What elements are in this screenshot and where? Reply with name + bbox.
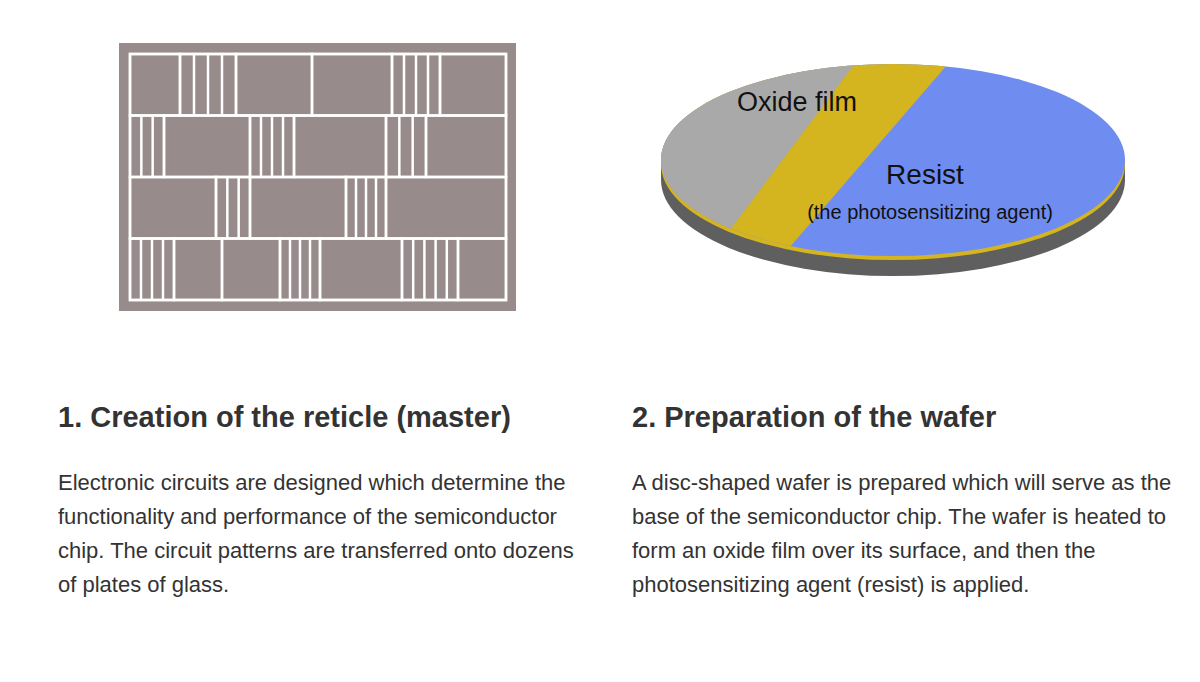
circuit-strip xyxy=(309,239,312,301)
circuit-cell xyxy=(250,116,294,178)
circuit-strip xyxy=(282,116,285,178)
circuit-cell xyxy=(236,54,312,116)
circuit-strip xyxy=(260,116,263,178)
circuit-cell xyxy=(280,239,320,301)
layer-label: Oxide film xyxy=(737,86,937,118)
circuit-cell xyxy=(392,54,440,116)
circuit-cell xyxy=(386,177,506,239)
circuit-strip xyxy=(434,239,437,301)
circuit-strip xyxy=(207,54,210,116)
step-body: A disc-shaped wafer is prepared which wi… xyxy=(632,466,1172,602)
layer-label: Resist xyxy=(820,158,1030,192)
circuit-strip xyxy=(403,54,406,116)
circuit-strip xyxy=(140,239,143,301)
circuit-strip xyxy=(162,239,165,301)
circuit-cell xyxy=(216,177,250,239)
step-heading: 1. Creation of the reticle (master) xyxy=(58,400,618,435)
circuit-cell xyxy=(250,177,346,239)
circuit-strip xyxy=(151,239,154,301)
circuit-cell xyxy=(130,177,216,239)
circuit-strip xyxy=(289,239,292,301)
circuit-strip xyxy=(193,54,196,116)
circuit-cell xyxy=(130,116,164,178)
step-body: Electronic circuits are designed which d… xyxy=(58,466,588,602)
circuit-strip xyxy=(427,54,430,116)
circuit-strip xyxy=(140,116,143,178)
step-heading: 2. Preparation of the wafer xyxy=(632,400,1192,435)
circuit-cell xyxy=(164,116,250,178)
circuit-cell xyxy=(180,54,236,116)
circuit-cell xyxy=(130,54,180,116)
circuit-cell xyxy=(346,177,386,239)
circuit-cell xyxy=(174,239,222,301)
circuit-cell xyxy=(440,54,506,116)
circuit-strip xyxy=(446,239,449,301)
reticle-illustration xyxy=(119,43,516,311)
circuit-cell xyxy=(222,239,280,301)
circuit-strip xyxy=(221,54,224,116)
circuit-strip xyxy=(423,239,426,301)
resist-layer xyxy=(650,50,1140,280)
circuit-cell xyxy=(312,54,392,116)
circuit-strip xyxy=(412,239,415,301)
circuit-strip xyxy=(375,177,378,239)
circuit-strip xyxy=(226,177,229,239)
reticle-frame xyxy=(130,54,506,300)
circuit-strip xyxy=(365,177,368,239)
circuit-strip xyxy=(237,177,240,239)
circuit-strip xyxy=(411,116,414,178)
layer-note: (the photosensitizing agent) xyxy=(760,200,1100,224)
circuit-cell xyxy=(130,239,174,301)
wafer-illustration xyxy=(650,50,1140,280)
wafer-surface xyxy=(650,50,865,270)
reticle-plate xyxy=(119,43,516,311)
circuit-strip xyxy=(299,239,302,301)
circuit-strip xyxy=(151,116,154,178)
circuit-cell xyxy=(294,116,386,178)
circuit-strip xyxy=(355,177,358,239)
circuit-strip xyxy=(398,116,401,178)
circuit-cell xyxy=(426,116,506,178)
circuit-cell xyxy=(402,239,458,301)
circuit-cell xyxy=(458,239,506,301)
circuit-strip xyxy=(415,54,418,116)
circuit-cell xyxy=(386,116,426,178)
circuit-cell xyxy=(320,239,402,301)
circuit-strip xyxy=(271,116,274,178)
